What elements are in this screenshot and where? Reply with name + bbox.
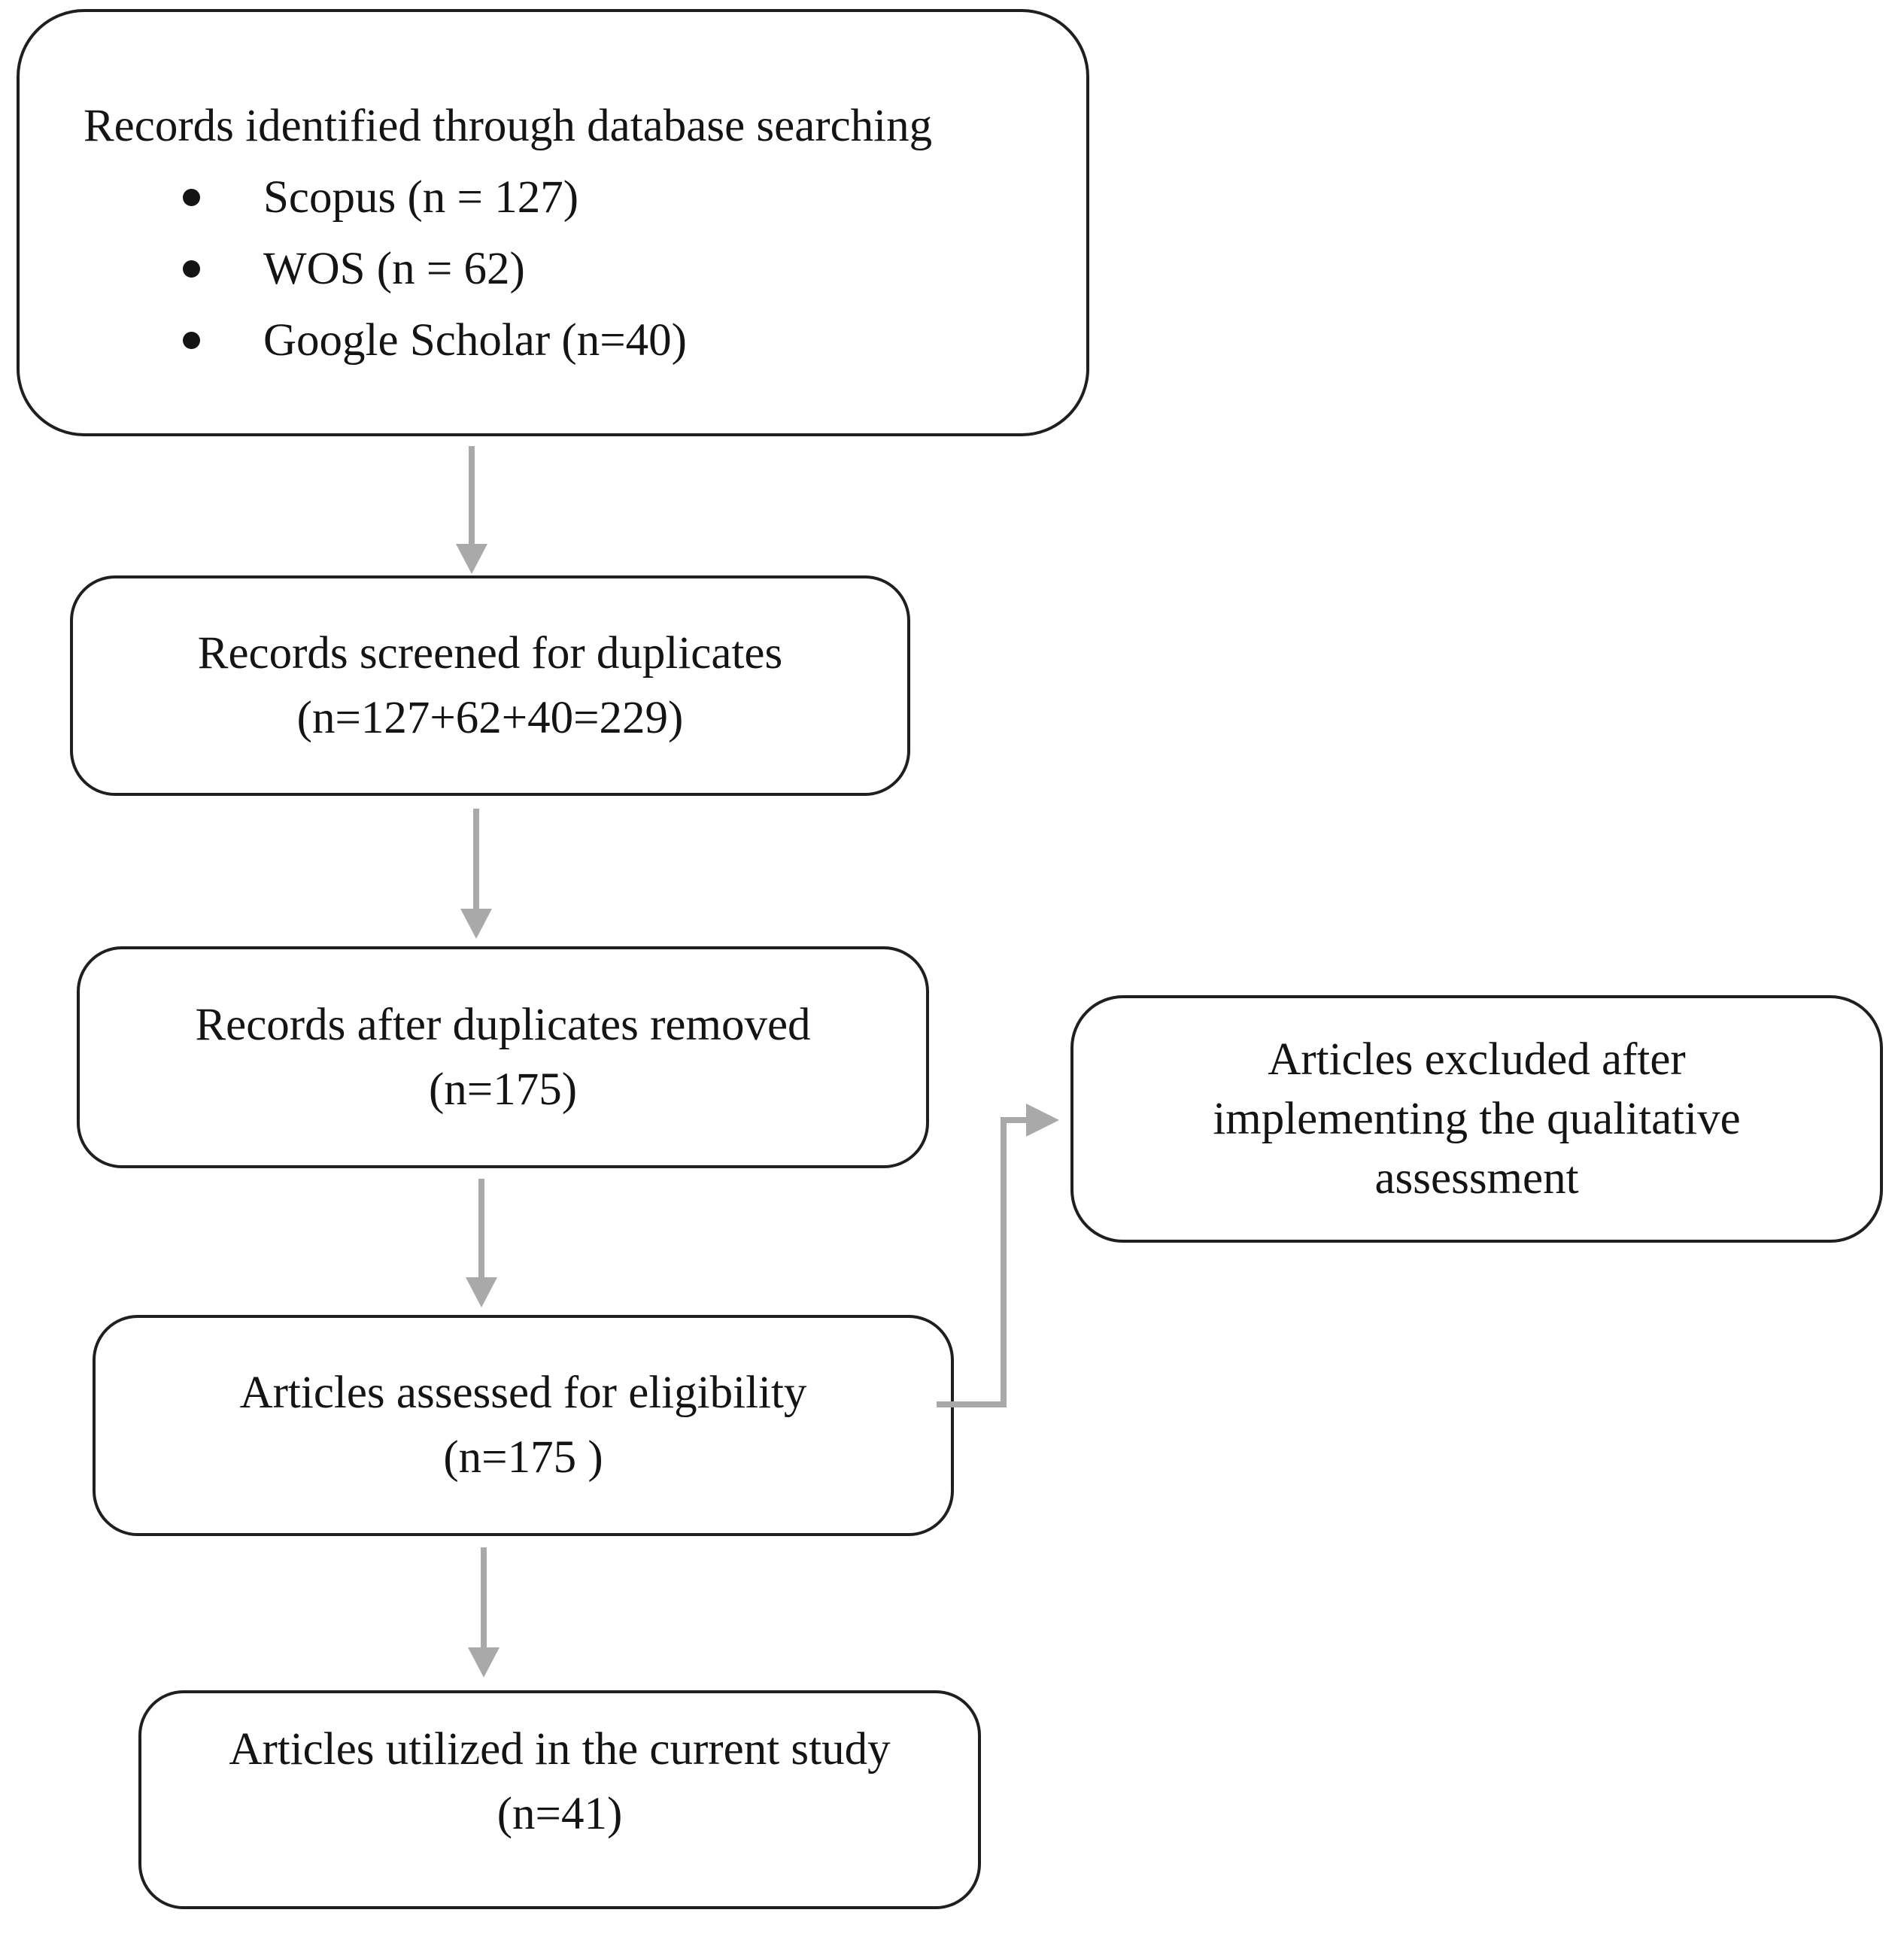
- arrow-down-icon: [456, 544, 487, 574]
- exclusion-connector-stub: [1001, 1117, 1029, 1123]
- screening-line-1: Records screened for duplicates: [197, 627, 783, 679]
- arrow-down-icon: [466, 1277, 497, 1307]
- included-line-1: Articles utilized in the current study: [229, 1723, 891, 1775]
- arrow-shaft: [473, 809, 479, 910]
- arrow-shaft: [478, 1179, 484, 1279]
- arrow-right-icon: [1026, 1104, 1059, 1137]
- flow-arrow-dedup-to-eligibility: [465, 1179, 498, 1307]
- excluded-line-3: assessment: [1374, 1153, 1579, 1204]
- flow-arrow-identification-to-screening: [455, 446, 488, 574]
- eligibility-box: Articles assessed for eligibility (n=175…: [93, 1315, 954, 1536]
- arrow-down-icon: [468, 1647, 500, 1677]
- screening-line-2: (n=127+62+40=229): [296, 692, 684, 743]
- dedup-line-2: (n=175): [428, 1064, 578, 1115]
- bullet-label: WOS (n = 62): [263, 244, 525, 294]
- identification-box: Records identified through database sear…: [17, 9, 1089, 436]
- bullet-label: Google Scholar (n=40): [263, 315, 687, 366]
- bullet-dot-icon: [183, 260, 200, 278]
- arrow-down-icon: [460, 909, 492, 939]
- arrow-shaft: [481, 1547, 487, 1649]
- included-box: Articles utilized in the current study (…: [138, 1690, 981, 1909]
- arrow-shaft: [469, 446, 475, 545]
- exclusion-connector-horizontal: [937, 1401, 1006, 1407]
- dedup-box: Records after duplicates removed (n=175): [77, 946, 929, 1168]
- exclusion-connector-vertical: [1001, 1117, 1007, 1407]
- dedup-line-1: Records after duplicates removed: [195, 999, 811, 1050]
- bullet-dot-icon: [183, 189, 200, 206]
- included-line-2: (n=41): [496, 1788, 623, 1839]
- eligibility-line-2: (n=175 ): [443, 1432, 603, 1483]
- screening-box: Records screened for duplicates (n=127+6…: [70, 575, 910, 796]
- flow-arrow-eligibility-to-included: [467, 1547, 500, 1677]
- excluded-line-1: Articles excluded after: [1268, 1034, 1686, 1085]
- excluded-box: Articles excluded after implementing the…: [1070, 995, 1883, 1243]
- excluded-line-2: implementing the qualitative: [1213, 1094, 1741, 1144]
- bullet-item-wos: WOS (n = 62): [183, 233, 525, 305]
- flow-arrow-screening-to-dedup: [460, 809, 493, 939]
- bullet-label: Scopus (n = 127): [263, 172, 579, 223]
- identification-heading: Records identified through database sear…: [84, 101, 933, 151]
- bullet-dot-icon: [183, 332, 200, 349]
- bullet-item-scopus: Scopus (n = 127): [183, 162, 578, 233]
- bullet-item-google-scholar: Google Scholar (n=40): [183, 305, 687, 376]
- eligibility-line-1: Articles assessed for eligibility: [239, 1368, 807, 1418]
